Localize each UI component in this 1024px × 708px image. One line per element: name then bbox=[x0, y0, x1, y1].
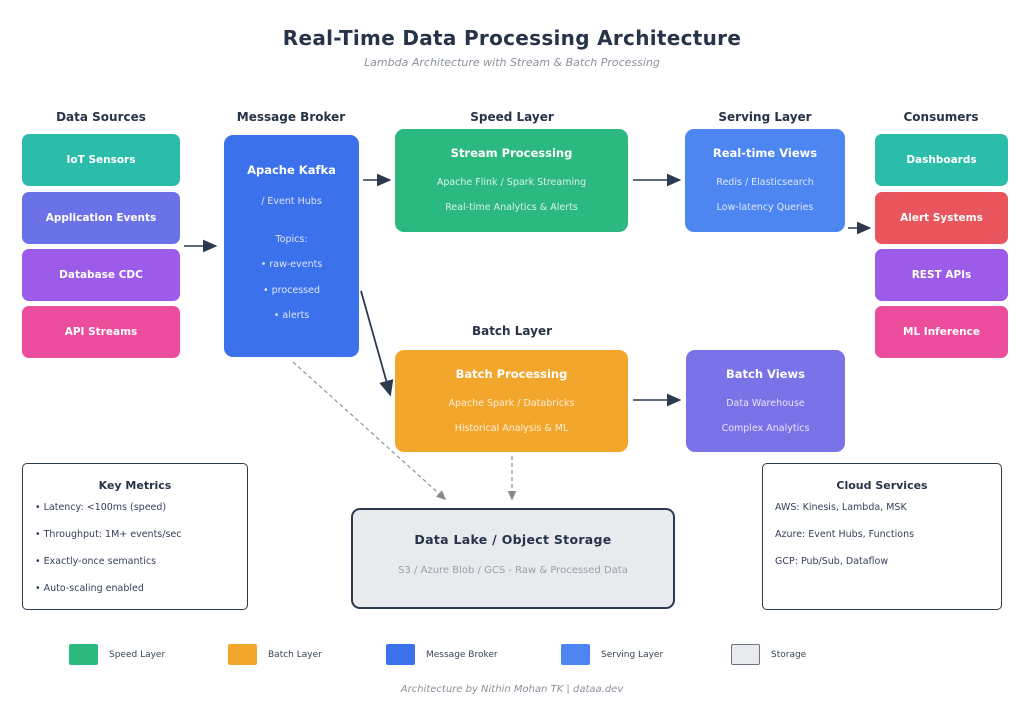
node-label: API Streams bbox=[64, 326, 138, 338]
header-serving-layer: Serving Layer bbox=[718, 110, 812, 124]
node-line: Apache Spark / Databricks bbox=[448, 398, 575, 409]
cloud-gcp: GCP: Pub/Sub, Dataflow bbox=[775, 556, 889, 567]
node-apache-kafka: Apache Kafka / Event Hubs Topics: • raw-… bbox=[224, 135, 359, 357]
node-line: Low-latency Queries bbox=[716, 202, 814, 213]
node-dashboards: Dashboards bbox=[875, 134, 1008, 186]
node-label: Database CDC bbox=[59, 269, 143, 281]
kafka-topics-label: Topics: bbox=[275, 234, 308, 245]
arrow-broker-to-batch bbox=[360, 290, 394, 397]
node-rest-apis: REST APIs bbox=[875, 249, 1008, 301]
node-line: Real-time Analytics & Alerts bbox=[445, 202, 578, 213]
node-batch-views: Batch Views Data Warehouse Complex Analy… bbox=[686, 350, 845, 452]
legend-swatch-storage bbox=[731, 644, 760, 665]
panel-title: Data Lake / Object Storage bbox=[414, 532, 612, 547]
header-message-broker: Message Broker bbox=[236, 110, 346, 124]
legend-label: Batch Layer bbox=[268, 649, 322, 660]
legend-swatch-serving-layer bbox=[561, 644, 590, 665]
panel-title: Cloud Services bbox=[836, 479, 928, 492]
panel-title: Key Metrics bbox=[98, 479, 172, 492]
node-label: Application Events bbox=[45, 212, 157, 224]
header-batch-layer: Batch Layer bbox=[471, 324, 553, 338]
key-metrics-panel: Key Metrics • Latency: <100ms (speed) • … bbox=[22, 463, 248, 610]
kafka-topic-alerts: • alerts bbox=[273, 310, 310, 321]
node-stream-processing: Stream Processing Apache Flink / Spark S… bbox=[395, 129, 628, 232]
legend-label: Serving Layer bbox=[601, 649, 664, 660]
cloud-services-panel: Cloud Services AWS: Kinesis, Lambda, MSK… bbox=[762, 463, 1002, 610]
page-title: Real-Time Data Processing Architecture bbox=[282, 26, 742, 50]
node-line: Redis / Elasticsearch bbox=[716, 177, 814, 188]
cloud-azure: Azure: Event Hubs, Functions bbox=[775, 529, 915, 540]
legend-item-batch-layer: Batch Layer bbox=[228, 644, 322, 665]
legend-item-speed-layer: Speed Layer bbox=[69, 644, 165, 665]
header-data-sources: Data Sources bbox=[56, 110, 146, 124]
panel-subtitle: S3 / Azure Blob / GCS - Raw & Processed … bbox=[398, 565, 628, 576]
node-line: Data Warehouse bbox=[726, 398, 805, 409]
footer-credit: Architecture by Nithin Mohan TK | dataa.… bbox=[400, 684, 624, 695]
node-title: Batch Processing bbox=[455, 367, 568, 381]
node-batch-processing: Batch Processing Apache Spark / Databric… bbox=[395, 350, 628, 452]
legend-label: Storage bbox=[771, 649, 807, 660]
node-label: ML Inference bbox=[903, 326, 980, 338]
header-consumers: Consumers bbox=[903, 110, 979, 124]
metric-latency: • Latency: <100ms (speed) bbox=[35, 502, 167, 513]
node-label: REST APIs bbox=[911, 269, 972, 281]
header-speed-layer: Speed Layer bbox=[470, 110, 554, 124]
node-iot-sensors: IoT Sensors bbox=[22, 134, 180, 186]
legend-item-message-broker: Message Broker bbox=[386, 644, 498, 665]
legend-item-storage: Storage bbox=[731, 644, 806, 665]
legend-swatch-message-broker bbox=[386, 644, 415, 665]
data-lake-panel: Data Lake / Object Storage S3 / Azure Bl… bbox=[351, 508, 675, 609]
node-alert-systems: Alert Systems bbox=[875, 192, 1008, 244]
node-label: Dashboards bbox=[906, 154, 977, 166]
kafka-subtitle: / Event Hubs bbox=[261, 196, 322, 207]
node-title: Batch Views bbox=[726, 367, 805, 381]
metric-auto-scaling: • Auto-scaling enabled bbox=[35, 583, 144, 594]
node-title: Real-time Views bbox=[712, 146, 818, 160]
node-database-cdc: Database CDC bbox=[22, 249, 180, 301]
legend-item-serving-layer: Serving Layer bbox=[561, 644, 663, 665]
kafka-title: Apache Kafka bbox=[247, 163, 336, 177]
node-api-streams: API Streams bbox=[22, 306, 180, 358]
node-label: IoT Sensors bbox=[66, 154, 136, 166]
node-ml-inference: ML Inference bbox=[875, 306, 1008, 358]
node-line: Apache Flink / Spark Streaming bbox=[436, 177, 587, 188]
metric-exactly-once: • Exactly-once semantics bbox=[35, 556, 157, 567]
kafka-topic-processed: • processed bbox=[262, 285, 320, 296]
legend-swatch-speed-layer bbox=[69, 644, 98, 665]
cloud-aws: AWS: Kinesis, Lambda, MSK bbox=[775, 502, 907, 513]
legend-label: Message Broker bbox=[426, 649, 498, 660]
node-title: Stream Processing bbox=[450, 146, 573, 160]
kafka-topic-raw-events: • raw-events bbox=[260, 259, 323, 270]
legend-label: Speed Layer bbox=[109, 649, 166, 660]
node-realtime-views: Real-time Views Redis / Elasticsearch Lo… bbox=[685, 129, 845, 232]
page-subtitle: Lambda Architecture with Stream & Batch … bbox=[364, 56, 660, 69]
node-label: Alert Systems bbox=[900, 212, 983, 224]
node-application-events: Application Events bbox=[22, 192, 180, 244]
node-line: Historical Analysis & ML bbox=[454, 423, 569, 434]
node-line: Complex Analytics bbox=[721, 423, 810, 434]
arrow-broker-to-datalake-dashed bbox=[292, 361, 447, 501]
legend-swatch-batch-layer bbox=[228, 644, 257, 665]
metric-throughput: • Throughput: 1M+ events/sec bbox=[35, 529, 182, 540]
